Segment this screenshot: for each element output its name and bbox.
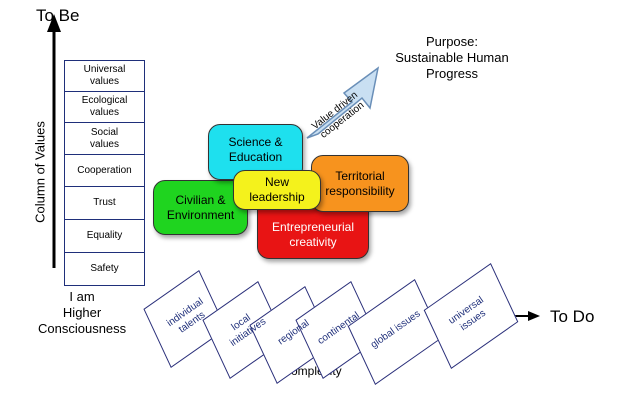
column-of-values-label: Column of Values	[32, 121, 48, 223]
value-universal: Universal values	[64, 60, 145, 92]
to-be-label: To Be	[36, 6, 80, 25]
to-do-label: To Do	[550, 307, 595, 326]
value-equality: Equality	[64, 219, 145, 253]
purpose-label: Purpose: Sustainable Human Progress	[395, 34, 509, 81]
to-be-arrowhead	[47, 14, 61, 32]
block-new-leadership: New leadership	[233, 170, 321, 210]
value-trust: Trust	[64, 186, 145, 220]
value-cooperation: Cooperation	[64, 154, 145, 187]
value-safety: Safety	[64, 252, 145, 286]
block-territorial-responsibility: Territorial responsibility	[311, 155, 409, 212]
to-do-arrowhead	[528, 311, 540, 321]
value-ecological: Ecological values	[64, 91, 145, 123]
block-civilian-environment: Civilian & Environment	[153, 180, 248, 235]
value-driven-arrow	[306, 66, 380, 139]
value-social: Social values	[64, 122, 145, 155]
origin-label: I am Higher Consciousness	[38, 289, 127, 336]
